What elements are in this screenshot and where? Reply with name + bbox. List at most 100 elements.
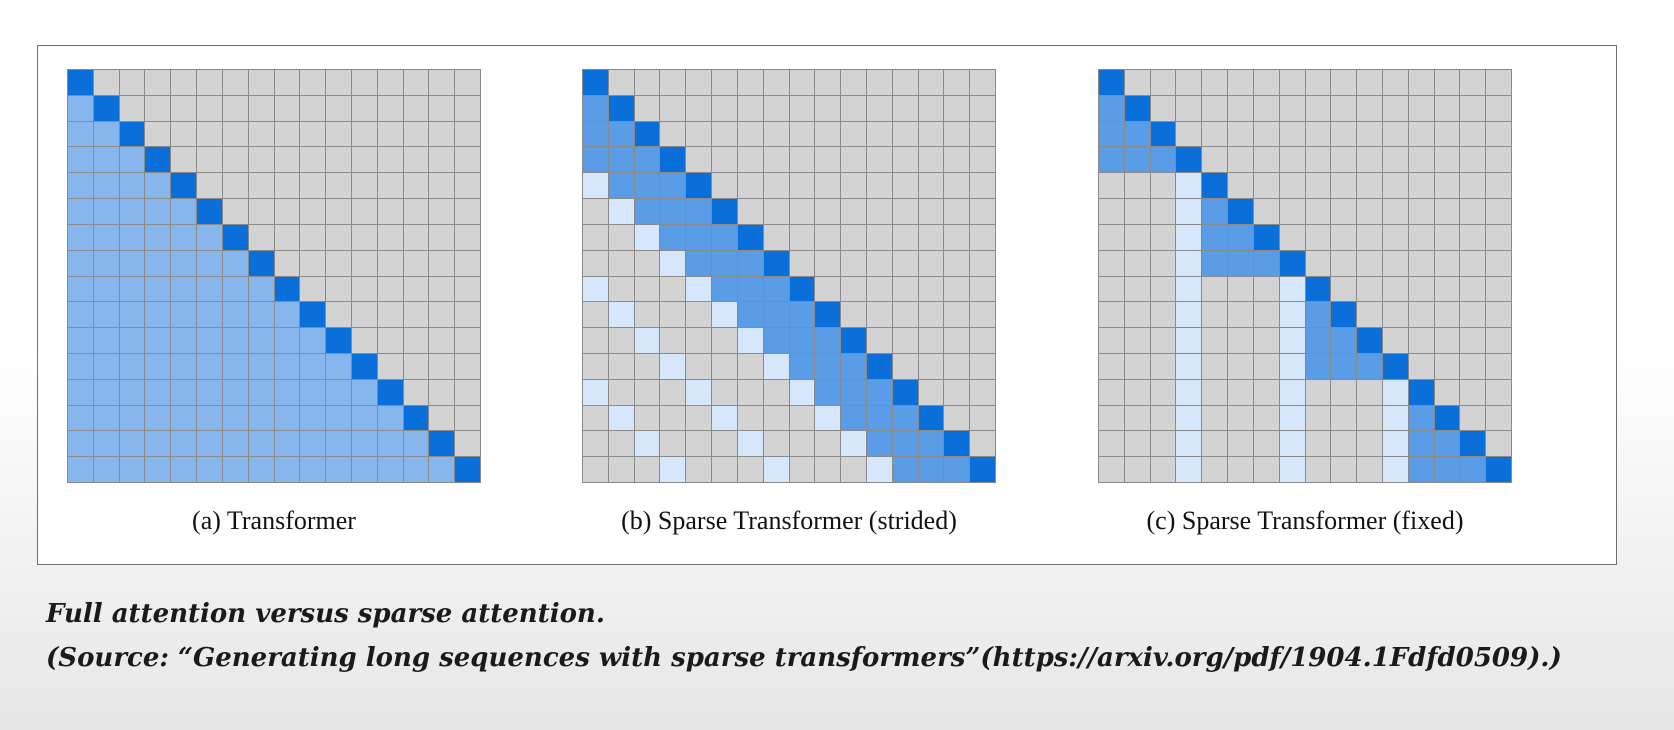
matrix-cell xyxy=(350,352,377,379)
matrix-cell xyxy=(943,327,970,353)
matrix-cell xyxy=(376,69,403,95)
matrix-cell xyxy=(1175,94,1202,121)
matrix-cell xyxy=(402,249,429,276)
matrix-cell xyxy=(1433,456,1460,482)
matrix-cell xyxy=(1356,301,1382,328)
matrix-cell xyxy=(221,223,248,250)
matrix-cell xyxy=(659,352,686,379)
matrix-cell xyxy=(1356,249,1382,276)
matrix-cell xyxy=(196,172,222,199)
matrix-cell xyxy=(1381,352,1408,379)
matrix-cell xyxy=(1356,352,1382,379)
panel-caption-a: (a) Transformer xyxy=(192,506,356,535)
matrix-cell xyxy=(402,456,429,482)
matrix-cell xyxy=(1407,327,1434,353)
matrix-cell xyxy=(428,223,455,250)
matrix-cell xyxy=(1459,456,1486,482)
matrix-cell xyxy=(1227,223,1253,250)
matrix-cell xyxy=(1433,404,1460,431)
matrix-cell xyxy=(170,430,197,457)
matrix-cell xyxy=(1330,352,1357,379)
matrix-cell xyxy=(402,223,429,250)
matrix-cell xyxy=(969,69,995,95)
matrix-cell xyxy=(1123,456,1150,482)
matrix-cell xyxy=(1175,430,1202,457)
matrix-cell xyxy=(840,378,866,405)
attention-matrix-full xyxy=(67,69,481,483)
matrix-cell xyxy=(891,301,918,328)
matrix-cell xyxy=(969,223,995,250)
matrix-cell xyxy=(1278,146,1305,173)
matrix-cell xyxy=(762,430,789,457)
matrix-cell xyxy=(428,69,455,95)
matrix-cell xyxy=(350,120,377,147)
matrix-cell xyxy=(1175,249,1202,276)
matrix-cell xyxy=(865,120,892,147)
matrix-cell xyxy=(1201,94,1228,121)
matrix-cell xyxy=(1278,120,1305,147)
matrix-cell xyxy=(247,352,274,379)
matrix-cell xyxy=(865,172,892,199)
matrix-cell xyxy=(659,378,686,405)
matrix-cell xyxy=(685,120,712,147)
matrix-cell xyxy=(196,94,222,121)
matrix-cell xyxy=(1459,301,1486,328)
matrix-cell xyxy=(659,404,686,431)
matrix-cell xyxy=(221,198,248,224)
matrix-cell xyxy=(1304,223,1331,250)
matrix-cell xyxy=(92,275,119,302)
matrix-cell xyxy=(325,198,351,224)
matrix-cell xyxy=(1123,94,1150,121)
matrix-cell xyxy=(1123,301,1150,328)
matrix-cell xyxy=(1252,223,1279,250)
matrix-cell xyxy=(1381,301,1408,328)
matrix-cell xyxy=(1304,94,1331,121)
matrix-cell xyxy=(1123,146,1150,173)
matrix-cell xyxy=(1227,249,1253,276)
matrix-cell xyxy=(891,172,918,199)
matrix-cell xyxy=(1201,430,1228,457)
matrix-cell xyxy=(247,146,274,173)
matrix-cell xyxy=(196,146,222,173)
matrix-cell xyxy=(1356,198,1382,224)
matrix-cell xyxy=(840,430,866,457)
matrix-cell xyxy=(428,94,455,121)
matrix-cell xyxy=(685,404,712,431)
matrix-cell xyxy=(1123,223,1150,250)
matrix-cell xyxy=(1459,120,1486,147)
matrix-cell xyxy=(1252,249,1279,276)
matrix-cell xyxy=(196,378,222,405)
matrix-cell xyxy=(814,172,841,199)
matrix-cell xyxy=(1407,146,1434,173)
matrix-cell xyxy=(196,69,222,95)
matrix-cell xyxy=(917,327,944,353)
matrix-cell xyxy=(299,249,326,276)
matrix-cell xyxy=(170,120,197,147)
matrix-cell xyxy=(840,223,866,250)
matrix-cell xyxy=(1098,352,1124,379)
matrix-cell xyxy=(1123,198,1150,224)
matrix-cell xyxy=(607,327,634,353)
matrix-cell xyxy=(1381,146,1408,173)
matrix-cell xyxy=(607,456,634,482)
panel-transformer: (a) Transformer xyxy=(67,46,487,566)
matrix-cell xyxy=(247,172,274,199)
matrix-cell xyxy=(788,120,815,147)
matrix-cell xyxy=(1459,94,1486,121)
matrix-cell xyxy=(943,146,970,173)
matrix-cell xyxy=(582,352,608,379)
matrix-cell xyxy=(1175,275,1202,302)
matrix-cell xyxy=(1149,120,1176,147)
matrix-cell xyxy=(402,69,429,95)
matrix-cell xyxy=(788,275,815,302)
matrix-cell xyxy=(1123,430,1150,457)
matrix-cell xyxy=(917,378,944,405)
matrix-cell xyxy=(633,172,660,199)
matrix-cell xyxy=(1227,198,1253,224)
matrix-cell xyxy=(118,146,145,173)
matrix-cell xyxy=(736,430,763,457)
matrix-cell xyxy=(170,378,197,405)
matrix-cell xyxy=(221,327,248,353)
matrix-cell xyxy=(1278,404,1305,431)
matrix-cell xyxy=(917,146,944,173)
